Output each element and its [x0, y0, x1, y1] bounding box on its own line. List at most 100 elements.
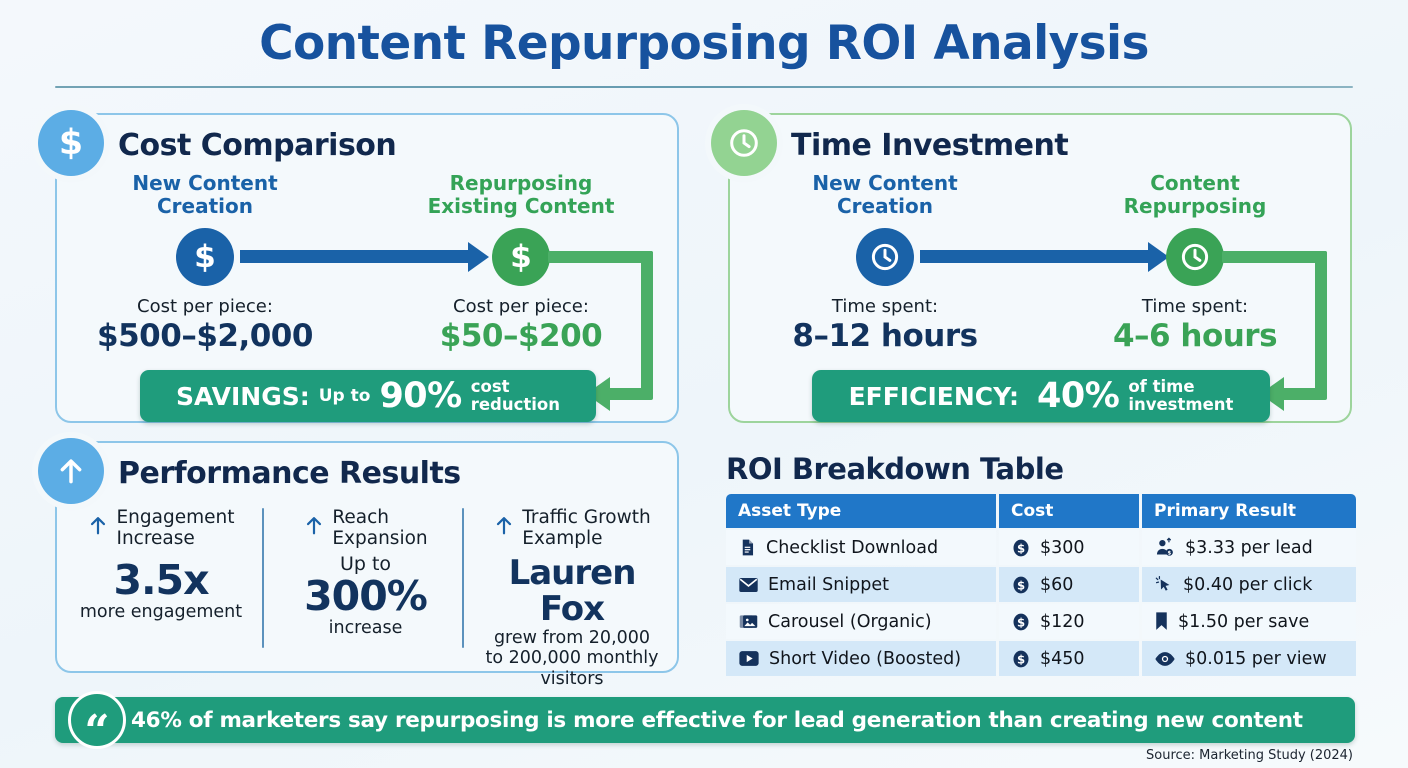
page-title: Content Repurposing ROI Analysis — [259, 16, 1149, 71]
stat-reach-line1: Reach — [332, 507, 389, 528]
cell-result-value: $1.50 per save — [1178, 611, 1310, 632]
performance-panel-title: Performance Results — [118, 456, 461, 491]
stat-reach-value: 300% — [304, 572, 428, 621]
eye-icon — [1155, 651, 1175, 666]
table-row[interactable]: Email Snippet $ $60 $0.40 per click — [726, 567, 1356, 602]
lead-person-icon: $ — [1156, 537, 1173, 557]
cell-cost-value: $60 — [1040, 574, 1074, 595]
efficiency-detail-line2: investment — [1128, 395, 1234, 414]
stat-traffic-label: Traffic Growth Example — [522, 507, 651, 549]
stat-engagement-line2: Increase — [116, 527, 195, 549]
time-elbow-side — [1315, 251, 1327, 399]
time-flow-arrow-shaft — [920, 250, 1150, 263]
stat-engagement: Engagement Increase 3.5x more engagement — [62, 507, 260, 623]
cell-cost: $ $300 — [999, 530, 1139, 565]
stat-engagement-head: Engagement Increase — [62, 507, 260, 549]
efficiency-banner: EFFICIENCY: 40% of time investment — [812, 370, 1270, 422]
play-video-icon — [739, 651, 759, 666]
roi-table-title: ROI Breakdown Table — [726, 452, 1064, 486]
savings-qualifier: Up to — [318, 386, 371, 406]
column-header-primary-result: Primary Result — [1142, 494, 1356, 528]
time-left-heading-line1: New Content — [812, 171, 958, 195]
stat-traffic: Traffic Growth Example Lauren Fox grew f… — [472, 507, 672, 690]
stat-traffic-sub: grew from 20,000 to 200,000 monthly visi… — [472, 628, 672, 690]
svg-text:$: $ — [59, 124, 83, 162]
cell-result-value: $0.40 per click — [1183, 574, 1313, 595]
stat-reach-sub: increase — [328, 618, 403, 639]
flow-arrow-shaft — [240, 250, 470, 263]
dollar-icon: $ — [176, 228, 234, 286]
dollar-circle-icon: $ — [1013, 613, 1029, 630]
efficiency-detail: of time investment — [1128, 378, 1233, 413]
time-right-heading: Content Repurposing — [1080, 171, 1310, 219]
savings-banner: SAVINGS: Up to 90% cost reduction — [140, 370, 596, 422]
document-icon — [742, 539, 754, 556]
cell-cost: $ $450 — [999, 641, 1139, 676]
stat-engagement-value: 3.5x — [113, 556, 209, 605]
time-left-heading: New Content Creation — [770, 171, 1000, 219]
cell-result-value: $0.015 per view — [1185, 648, 1327, 669]
performance-results-panel — [55, 441, 679, 673]
cell-cost-value: $120 — [1040, 611, 1085, 632]
cell-asset-type: Checklist Download — [726, 530, 996, 565]
stat-reach-label: Reach Expansion — [332, 507, 427, 549]
cost-right-heading-line1: Repurposing — [449, 171, 593, 195]
source-credit: Source: Marketing Study (2024) — [1146, 748, 1353, 763]
table-header-row: Asset Type Cost Primary Result — [726, 494, 1356, 528]
arrow-up-icon — [38, 438, 104, 504]
cost-right-value: $50–$200 — [439, 318, 603, 354]
clock-icon — [856, 228, 914, 286]
time-right-label: Time spent: — [1141, 296, 1249, 317]
time-elbow-top — [1222, 251, 1327, 263]
arrow-up-icon — [307, 517, 322, 535]
dollar-icon: $ — [38, 110, 104, 176]
stat-traffic-line1: Traffic Growth — [522, 507, 651, 528]
cell-asset-type: Carousel (Organic) — [726, 604, 996, 639]
cell-result: $1.50 per save — [1142, 604, 1356, 639]
title-divider — [55, 86, 1353, 88]
table-row[interactable]: Checklist Download $ $300 $ $3.33 per le… — [726, 530, 1356, 565]
svg-text:$: $ — [1017, 652, 1025, 666]
cost-right-heading-line2: Existing Content — [427, 194, 615, 219]
savings-detail: cost reduction — [471, 378, 560, 413]
cell-result-value: $3.33 per lead — [1185, 537, 1313, 558]
time-panel-title: Time Investment — [791, 128, 1069, 163]
cost-elbow-side — [641, 251, 653, 399]
cost-elbow-bottom — [608, 388, 653, 400]
time-right-value: 4–6 hours — [1112, 318, 1278, 354]
image-carousel-icon — [739, 614, 758, 628]
table-row[interactable]: Short Video (Boosted) $ $450 $0.015 per … — [726, 641, 1356, 676]
cost-left-heading-line1: New Content — [132, 171, 278, 195]
arrow-up-icon — [497, 517, 512, 535]
stat-engagement-sub: more engagement — [79, 602, 243, 623]
cell-cost-value: $450 — [1040, 648, 1085, 669]
cursor-click-icon — [1155, 575, 1170, 591]
svg-text:$: $ — [1017, 578, 1025, 592]
time-flow-arrow-head — [1148, 242, 1169, 272]
stat-traffic-sub3: visitors — [540, 669, 604, 690]
cell-cost: $ $120 — [999, 604, 1139, 639]
envelope-icon — [739, 577, 758, 592]
cell-asset-label: Short Video (Boosted) — [769, 648, 962, 669]
efficiency-lead: EFFICIENCY: — [848, 381, 1020, 411]
clock-icon — [1166, 228, 1224, 286]
stat-reach: Reach Expansion Up to 300% increase — [278, 507, 453, 639]
cost-left-heading-line2: Creation — [157, 194, 253, 219]
stat-traffic-line2: Example — [522, 527, 603, 549]
table-row[interactable]: Carousel (Organic) $ $120 $1.50 per save — [726, 604, 1356, 639]
dollar-circle-icon: $ — [1013, 576, 1029, 593]
dollar-icon: $ — [492, 228, 550, 286]
time-left-label: Time spent: — [831, 296, 939, 317]
efficiency-detail-line1: of time — [1128, 377, 1195, 397]
cost-right-heading: Repurposing Existing Content — [406, 171, 636, 219]
svg-text:$: $ — [1168, 551, 1172, 557]
cell-asset-type: Short Video (Boosted) — [726, 641, 996, 676]
cell-result: $0.40 per click — [1142, 567, 1356, 602]
time-right-heading-line2: Repurposing — [1123, 194, 1267, 219]
svg-text:$: $ — [1017, 541, 1025, 555]
cost-panel-title: Cost Comparison — [118, 128, 397, 163]
cell-asset-type: Email Snippet — [726, 567, 996, 602]
cell-cost-value: $300 — [1040, 537, 1085, 558]
cell-result: $0.015 per view — [1142, 641, 1356, 676]
